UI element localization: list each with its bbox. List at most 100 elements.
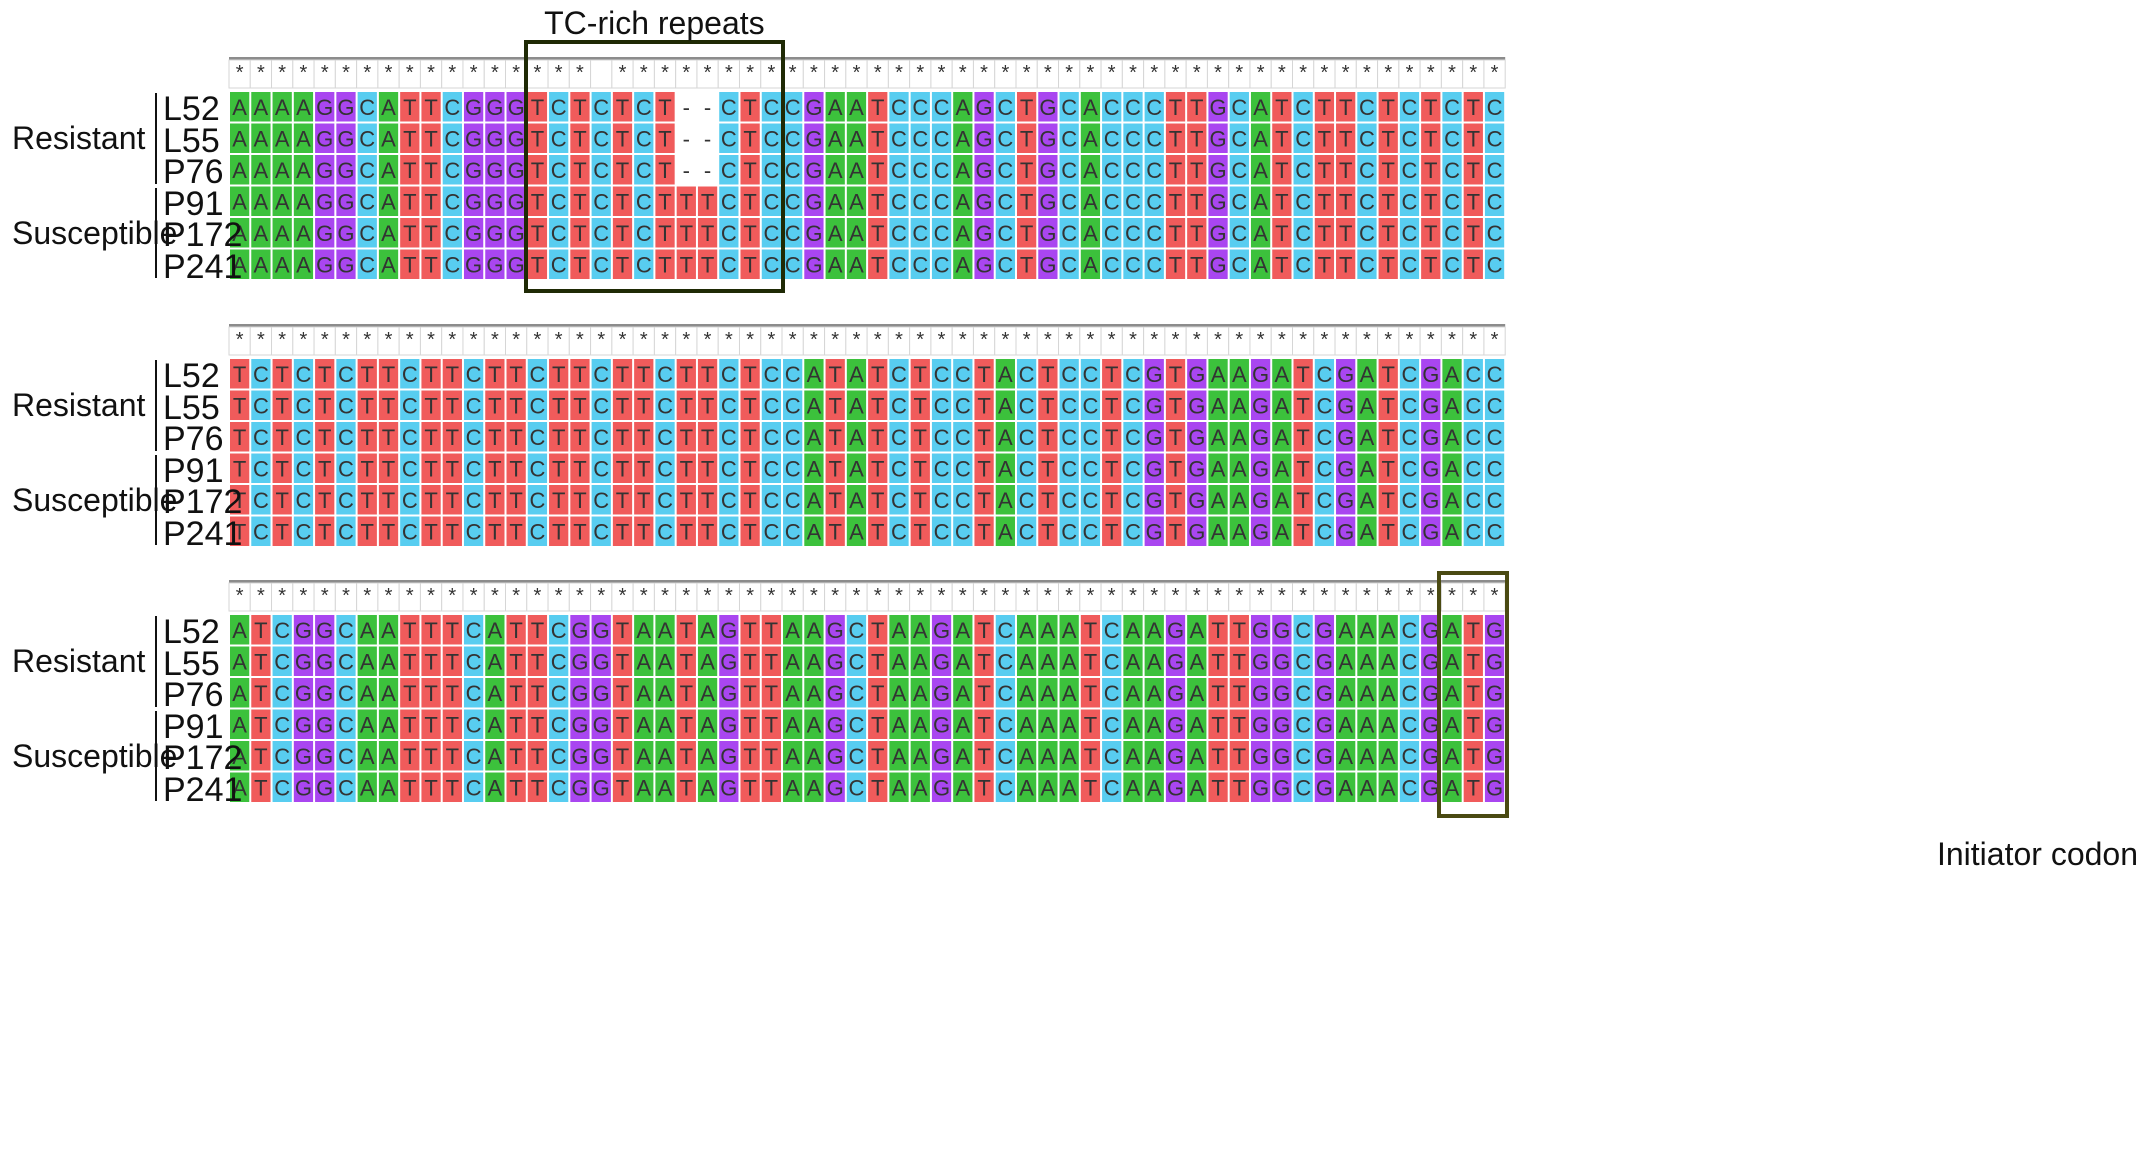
nucleotide-letter: C: [636, 189, 652, 214]
nucleotide-cell: [1208, 123, 1228, 153]
nucleotide-letter: A: [1189, 649, 1204, 674]
nucleotide-letter: A: [828, 158, 843, 183]
nucleotide-cell: [315, 485, 335, 515]
nucleotide-cell: [740, 709, 760, 739]
nucleotide-cell: [1165, 249, 1186, 279]
nucleotide-letter: C: [1104, 775, 1120, 800]
nucleotide-cell: [655, 453, 675, 483]
nucleotide-letter: T: [509, 649, 522, 674]
nucleotide-letter: T: [531, 252, 544, 277]
nucleotide-letter: T: [871, 456, 884, 481]
nucleotide-cell: [506, 678, 526, 708]
nucleotide-letter: C: [1487, 488, 1503, 513]
block-2-top-rule: [229, 580, 1506, 583]
nucleotide-letter: T: [1381, 126, 1394, 151]
nucleotide-letter: T: [1233, 712, 1246, 737]
nucleotide-letter: A: [1360, 425, 1375, 450]
nucleotide-cell: [1144, 359, 1164, 389]
sequence-name: P76: [163, 153, 224, 191]
nucleotide-cell: [655, 155, 675, 185]
nucleotide-letter: C: [1231, 95, 1247, 120]
nucleotide-letter: T: [233, 425, 246, 450]
nucleotide-cell: [1250, 249, 1271, 279]
nucleotide-letter: C: [551, 158, 567, 183]
nucleotide-letter: C: [1019, 488, 1035, 513]
nucleotide-letter: T: [1105, 519, 1118, 544]
nucleotide-cell: [825, 485, 845, 515]
nucleotide-letter: T: [914, 519, 927, 544]
nucleotide-cell: [1250, 422, 1271, 452]
nucleotide-letter: T: [1467, 252, 1480, 277]
nucleotide-cell: [804, 678, 824, 708]
nucleotide-letter: G: [486, 221, 503, 246]
nucleotide-letter: C: [763, 488, 779, 513]
nucleotide-cell: [378, 155, 399, 185]
nucleotide-cell: [1208, 615, 1228, 645]
nucleotide-letter: -: [704, 126, 711, 151]
nucleotide-cell: [1442, 453, 1462, 483]
nucleotide-letter: T: [382, 425, 395, 450]
nucleotide-letter: A: [232, 649, 247, 674]
nucleotide-letter: T: [573, 393, 586, 418]
nucleotide-cell: [1293, 155, 1313, 185]
nucleotide-cell: [400, 186, 420, 216]
nucleotide-cell: [230, 422, 250, 452]
nucleotide-cell: [315, 249, 335, 279]
nucleotide-letter: C: [593, 393, 609, 418]
nucleotide-cell: [655, 249, 675, 279]
nucleotide-cell: [846, 453, 867, 483]
nucleotide-letter: C: [1487, 95, 1503, 120]
nucleotide-letter: C: [402, 488, 418, 513]
nucleotide-cell: [357, 422, 377, 452]
nucleotide-letter: T: [1424, 252, 1437, 277]
nucleotide-cell: [1059, 422, 1079, 452]
nucleotide-letter: C: [849, 649, 865, 674]
nucleotide-cell: [1144, 485, 1164, 515]
nucleotide-cell: [719, 249, 739, 279]
nucleotide-cell: [336, 422, 356, 452]
nucleotide-letter: T: [1084, 712, 1097, 737]
nucleotide-letter: C: [1019, 393, 1035, 418]
nucleotide-letter: T: [1381, 95, 1394, 120]
nucleotide-cell: [1463, 390, 1483, 420]
nucleotide-letter: T: [701, 456, 714, 481]
nucleotide-letter: G: [465, 126, 482, 151]
nucleotide-letter: T: [1467, 649, 1480, 674]
nucleotide-letter: G: [720, 649, 737, 674]
nucleotide-letter: T: [914, 393, 927, 418]
nucleotide-cell: [995, 92, 1015, 122]
conservation-star: *: [810, 62, 818, 84]
nucleotide-letter: C: [1125, 362, 1141, 387]
nucleotide-letter: A: [1147, 681, 1162, 706]
nucleotide-cell: [804, 390, 824, 420]
nucleotide-letter: G: [1486, 649, 1503, 674]
nucleotide-cell: [1123, 709, 1143, 739]
nucleotide-letter: A: [892, 744, 907, 769]
nucleotide-letter: A: [1126, 744, 1141, 769]
nucleotide-letter: G: [1252, 649, 1269, 674]
nucleotide-cell: [1187, 92, 1207, 122]
nucleotide-letter: C: [551, 618, 567, 643]
nucleotide-cell: [527, 615, 548, 645]
nucleotide-letter: T: [573, 425, 586, 450]
conservation-star: *: [512, 62, 520, 84]
nucleotide-letter: C: [1316, 456, 1332, 481]
nucleotide-cell: [1442, 155, 1462, 185]
nucleotide-cell: [931, 92, 952, 122]
nucleotide-letter: T: [1318, 126, 1331, 151]
nucleotide-letter: A: [892, 775, 907, 800]
nucleotide-letter: A: [1360, 393, 1375, 418]
nucleotide-cell: [1272, 485, 1292, 515]
conservation-star: *: [1150, 62, 1158, 84]
nucleotide-letter: G: [1252, 425, 1269, 450]
nucleotide-cell: [570, 249, 590, 279]
nucleotide-cell: [1442, 516, 1462, 546]
nucleotide-cell: [1399, 615, 1420, 645]
nucleotide-letter: C: [295, 488, 311, 513]
conservation-star: *: [470, 329, 478, 351]
nucleotide-cell: [868, 186, 888, 216]
nucleotide-letter: T: [680, 618, 693, 643]
nucleotide-cell: [783, 249, 803, 279]
nucleotide-cell: [761, 646, 782, 676]
nucleotide-letter: C: [1231, 221, 1247, 246]
